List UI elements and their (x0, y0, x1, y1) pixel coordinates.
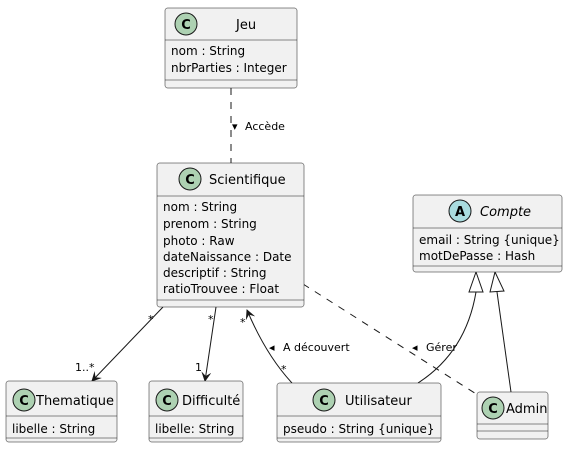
class-attribute: libelle: String (155, 422, 234, 436)
edge-label-accede: Accède (245, 120, 285, 133)
class-stereotype-icon (155, 388, 179, 412)
edge-direction-accede: ▾ (232, 120, 238, 133)
multiplicity-sci-util-to: * (281, 363, 287, 376)
class-attribute: photo : Raw (163, 234, 235, 248)
class-compte[interactable]: A Compte email : String {unique} motDePa… (412, 194, 563, 273)
class-attribute: ratioTrouvee : Float (163, 282, 279, 296)
class-name: Admin (506, 402, 547, 417)
class-name: Compte (480, 205, 531, 220)
edge-scientifique-thematique: * 1..* (75, 306, 164, 382)
class-attribute: email : String {unique} (419, 233, 560, 247)
class-attribute: prenom : String (163, 217, 257, 231)
class-attribute: motDePasse : Hash (419, 249, 535, 263)
class-difficulte[interactable]: C Difficulté libelle: String (148, 380, 244, 443)
generalization-utilisateur-compte (417, 270, 484, 384)
abstract-stereotype-icon (448, 199, 472, 223)
stereotype-letter: C (162, 394, 172, 409)
class-name: Jeu (235, 18, 256, 33)
class-stereotype-icon (178, 167, 202, 191)
edge-direction-decouvert: ◂ (269, 341, 275, 354)
class-name: Scientifique (209, 173, 286, 188)
class-attribute: dateNaissance : Date (163, 250, 292, 264)
class-attribute: nbrParties : Integer (171, 61, 287, 75)
multiplicity-sci-them-to: 1..* (75, 361, 95, 374)
class-thematique[interactable]: C Thematique libelle : String (5, 380, 118, 443)
class-scientifique[interactable]: C Scientifique nom : String prenom : Str… (156, 162, 305, 308)
edge-scientifique-admin: ◂ Gérer (302, 283, 482, 398)
class-admin[interactable]: C Admin (476, 391, 549, 440)
class-name: Utilisateur (345, 394, 413, 409)
multiplicity-sci-util-from: * (240, 316, 246, 329)
edge-direction-gerer: ◂ (412, 341, 418, 354)
generalization-admin-compte (489, 270, 512, 393)
edge-jeu-scientifique: ▾ Accède (230, 88, 285, 163)
stereotype-letter: C (185, 173, 195, 188)
class-stereotype-icon (174, 12, 198, 36)
class-attribute: nom : String (163, 200, 237, 214)
class-stereotype-icon (12, 388, 36, 412)
multiplicity-sci-diff-from: * (208, 313, 214, 326)
multiplicity-sci-diff-to: 1 (195, 361, 202, 374)
class-attribute: libelle : String (12, 422, 95, 436)
edge-scientifique-difficulte: * 1 (195, 306, 217, 382)
stereotype-letter: C (319, 394, 329, 409)
stereotype-letter: C (19, 394, 29, 409)
class-name: Difficulté (182, 394, 240, 409)
edge-label-decouvert: A découvert (283, 341, 350, 354)
edge-label-gerer: Gérer (426, 341, 457, 354)
class-utilisateur[interactable]: C Utilisateur pseudo : String {unique} (276, 382, 442, 443)
stereotype-letter: C (488, 402, 498, 417)
stereotype-letter: A (455, 205, 465, 220)
class-attribute: pseudo : String {unique} (283, 422, 435, 436)
class-stereotype-icon (312, 388, 336, 412)
class-name: Thematique (35, 394, 114, 409)
class-attribute: descriptif : String (163, 266, 266, 280)
class-stereotype-icon (481, 396, 505, 420)
class-jeu[interactable]: C Jeu nom : String nbrParties : Integer (164, 7, 298, 89)
class-attribute: nom : String (171, 44, 245, 58)
edge-utilisateur-scientifique: * * ◂ A découvert (240, 309, 350, 384)
stereotype-letter: C (181, 18, 191, 33)
multiplicity-sci-them-from: * (148, 313, 154, 326)
